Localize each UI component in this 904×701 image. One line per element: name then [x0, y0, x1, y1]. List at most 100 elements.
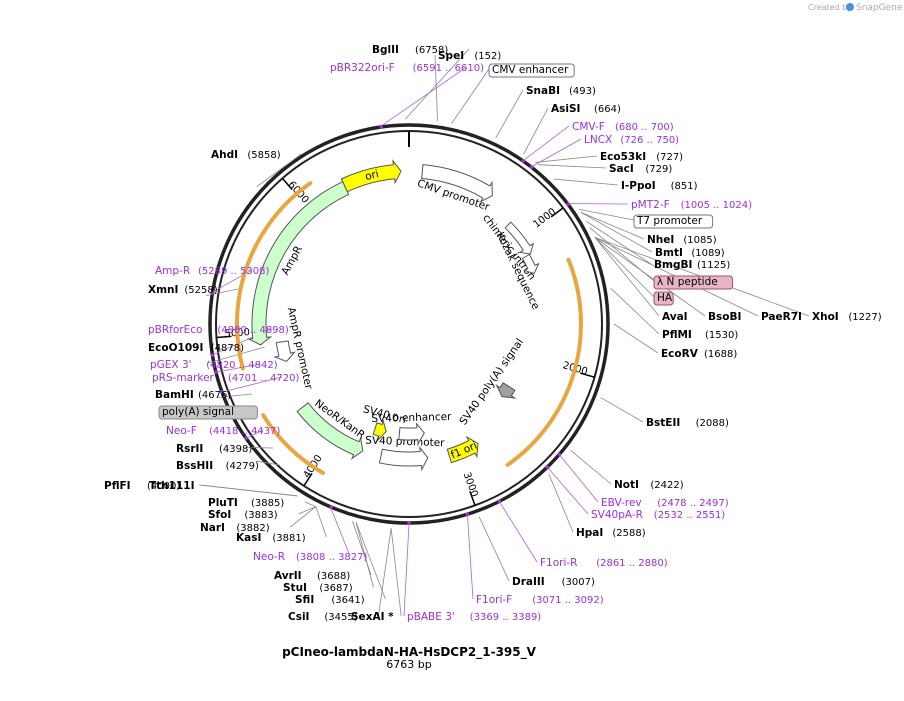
- label-position: (3455): [324, 612, 357, 623]
- label-sv40pa-r[interactable]: SV40pA-R(2532 .. 2551): [591, 509, 725, 521]
- leader-line: [330, 507, 351, 557]
- label-lncx[interactable]: LNCX(726 .. 750): [584, 134, 679, 146]
- label-draiii[interactable]: DraIII(3007): [512, 576, 595, 588]
- label-f1ori-f[interactable]: F1ori-F(3071 .. 3092): [476, 594, 604, 606]
- label-avai[interactable]: AvaI: [662, 311, 688, 323]
- feature-arrow-2: [504, 221, 535, 255]
- label-rsrii[interactable]: RsrII(4398): [176, 443, 252, 455]
- label-poly-a-signal[interactable]: poly(A) signal: [158, 405, 258, 420]
- label-name: AsiSI: [551, 103, 580, 115]
- label-pmt2-f[interactable]: pMT2-F(1005 .. 1024): [631, 199, 752, 211]
- tick-label: 1000: [531, 206, 558, 230]
- label-cmv-enhancer[interactable]: CMV enhancer: [488, 63, 575, 78]
- leader-line: [553, 178, 619, 186]
- label-pgex-3-[interactable]: pGEX 3'(4820 .. 4842): [150, 359, 278, 371]
- label-position: (3687): [319, 583, 352, 594]
- label-t7-promoter[interactable]: T7 promoter: [633, 214, 714, 229]
- label-stui[interactable]: StuI(3687): [283, 582, 353, 594]
- feature-label: ori: [364, 168, 380, 183]
- label-position: (680 .. 700): [615, 122, 674, 133]
- label-xmni[interactable]: XmnI(5258): [148, 284, 218, 296]
- primer-marker: [465, 512, 469, 517]
- label-cmv-f[interactable]: CMV-F (680 .. 700): [572, 121, 674, 133]
- label-sfoi[interactable]: SfoI(3883): [208, 509, 278, 521]
- label-xhoi[interactable]: XhoI(1227): [812, 311, 882, 323]
- label-name: SacI: [609, 163, 634, 175]
- label-bsteii[interactable]: BstEII(2088): [646, 417, 729, 429]
- label-name: BamHI: [155, 389, 194, 401]
- label-spei[interactable]: SpeI(152): [438, 50, 501, 62]
- label-nhei[interactable]: NheI(1085): [647, 234, 717, 246]
- tick-2000: [579, 372, 595, 378]
- label-saci[interactable]: SacI(729): [609, 163, 672, 175]
- feature-box: [158, 405, 258, 420]
- primer-marker: [566, 202, 570, 207]
- label-hpai[interactable]: HpaI(2588): [576, 527, 646, 539]
- leader-line: [405, 48, 470, 120]
- label-sexai-[interactable]: SexAI *: [351, 611, 394, 623]
- label-i-ppoi[interactable]: I-PpoI(851): [621, 180, 698, 192]
- leader-line: [199, 484, 298, 497]
- label-amp-r[interactable]: Amp-R(5289 .. 5308): [155, 265, 270, 277]
- label-neo-r[interactable]: Neo-R(3808 .. 3827): [253, 551, 368, 563]
- label-name: PluTI: [208, 497, 238, 509]
- leader-line: [315, 506, 327, 538]
- label-pflmi[interactable]: PflMI(1530): [662, 329, 738, 341]
- label-bglii[interactable]: BglII(6758): [372, 44, 448, 56]
- label-position: (4676): [198, 390, 231, 401]
- label-eco53ki[interactable]: Eco53kI(727): [600, 151, 683, 163]
- label-bamhi[interactable]: BamHI (4676): [155, 389, 231, 401]
- label-bmti[interactable]: BmtI(1089): [655, 247, 725, 259]
- label-avrii[interactable]: AvrII(3688): [274, 570, 350, 582]
- label-pbabe-3-[interactable]: pBABE 3'(3369 .. 3389): [407, 611, 541, 623]
- label-position: (3688): [317, 571, 350, 582]
- label--n-peptide[interactable]: λ N peptide: [653, 275, 734, 290]
- label-neo-f[interactable]: Neo-F(4418 .. 4437): [166, 425, 281, 437]
- label-name: CMV-F: [572, 121, 605, 133]
- label-position: (1688): [704, 349, 737, 360]
- label-prs-marker[interactable]: pRS-marker(4701 .. 4720): [152, 372, 300, 384]
- label-f1ori-r[interactable]: F1ori-R(2861 .. 2880): [540, 557, 668, 569]
- label-position: (3641): [331, 595, 364, 606]
- label-name: pGEX 3': [150, 359, 192, 371]
- label-paer7i[interactable]: PaeR7I: [761, 311, 802, 323]
- label-position: (6758): [415, 45, 448, 56]
- label-pbrforeco[interactable]: pBRforEco(4880 .. 4898): [148, 324, 289, 336]
- label-nari[interactable]: NarI(3882): [200, 522, 270, 534]
- label-bsobi[interactable]: BsoBI: [708, 311, 741, 323]
- plasmid-size: 6763 bp: [386, 658, 431, 671]
- leader-line: [594, 237, 655, 298]
- label-snabi[interactable]: SnaBI(493): [526, 85, 596, 97]
- label-position: (3885): [251, 498, 284, 509]
- label-noti[interactable]: NotI(2422): [614, 479, 684, 491]
- orf-arc-right: [505, 257, 583, 467]
- label-position: (1089): [691, 248, 724, 259]
- label-bsshii[interactable]: BssHII(4279): [176, 460, 259, 472]
- app-name-text: SnapGene: [856, 3, 903, 13]
- label-ebv-rev[interactable]: EBV-rev(2478 .. 2497): [601, 497, 729, 509]
- label-bmgbi[interactable]: BmgBI(1125): [654, 259, 730, 271]
- label-name: NotI: [614, 479, 639, 491]
- label-pbr322ori-f[interactable]: pBR322ori-F(6591 .. 6610): [330, 62, 484, 74]
- label-tth111i[interactable]: Tth111I: [149, 480, 194, 492]
- label-ecorv[interactable]: EcoRV(1688): [661, 348, 737, 360]
- label-ecoo109i[interactable]: EcoO109I(4878): [148, 342, 244, 354]
- label-position: (726 .. 750): [620, 135, 679, 146]
- label-position: (664): [594, 104, 621, 115]
- label-name: BstEII: [646, 417, 680, 429]
- label-pflfi[interactable]: PflFI(4000): [104, 480, 180, 492]
- label-ahdi[interactable]: AhdI(5858): [211, 149, 281, 161]
- label-pluti[interactable]: PluTI (3885): [208, 497, 284, 509]
- label-ha[interactable]: HA: [653, 291, 674, 306]
- label-sfii[interactable]: SfiI(3641): [295, 594, 365, 606]
- leader-line: [220, 376, 283, 393]
- label-kasi[interactable]: KasI(3881): [236, 532, 306, 544]
- label-csii[interactable]: CsiI(3455): [288, 611, 358, 623]
- label-position: (1085): [683, 235, 716, 246]
- primer-marker: [497, 499, 502, 504]
- leader-line: [478, 516, 510, 582]
- primer-marker: [379, 125, 384, 129]
- leader-line: [586, 221, 652, 265]
- label-asisi[interactable]: AsiSI (664): [551, 103, 621, 115]
